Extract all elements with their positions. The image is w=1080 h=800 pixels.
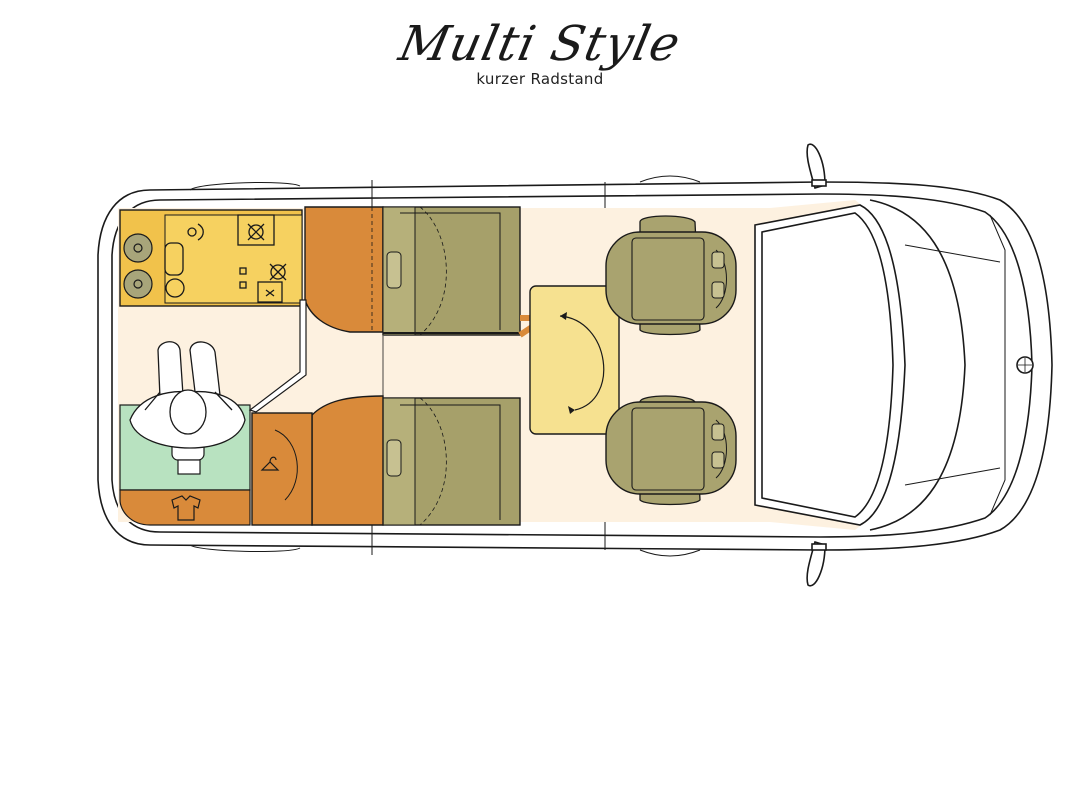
gas-bottles — [123, 233, 153, 299]
driver-seat — [605, 395, 737, 506]
wardrobe — [251, 412, 313, 526]
bench-bottom — [382, 397, 521, 526]
side-mirrors — [806, 143, 827, 587]
passenger-seat — [605, 215, 737, 336]
kitchen-unit — [119, 209, 303, 307]
dining-table — [518, 285, 620, 435]
cabinet-bottom — [311, 395, 384, 526]
wardrobe-hanger-icon — [260, 456, 280, 471]
cabinet-top — [304, 206, 384, 333]
diagram-subtitle: kurzer Radstand — [476, 70, 604, 88]
gas-burner-icon — [237, 214, 287, 303]
bench-top — [382, 206, 521, 336]
cab — [754, 199, 1034, 531]
shower-person-icon — [129, 341, 246, 449]
sink-icon — [164, 223, 247, 298]
bathroom-door — [248, 299, 307, 413]
shirt-icon — [171, 495, 201, 521]
